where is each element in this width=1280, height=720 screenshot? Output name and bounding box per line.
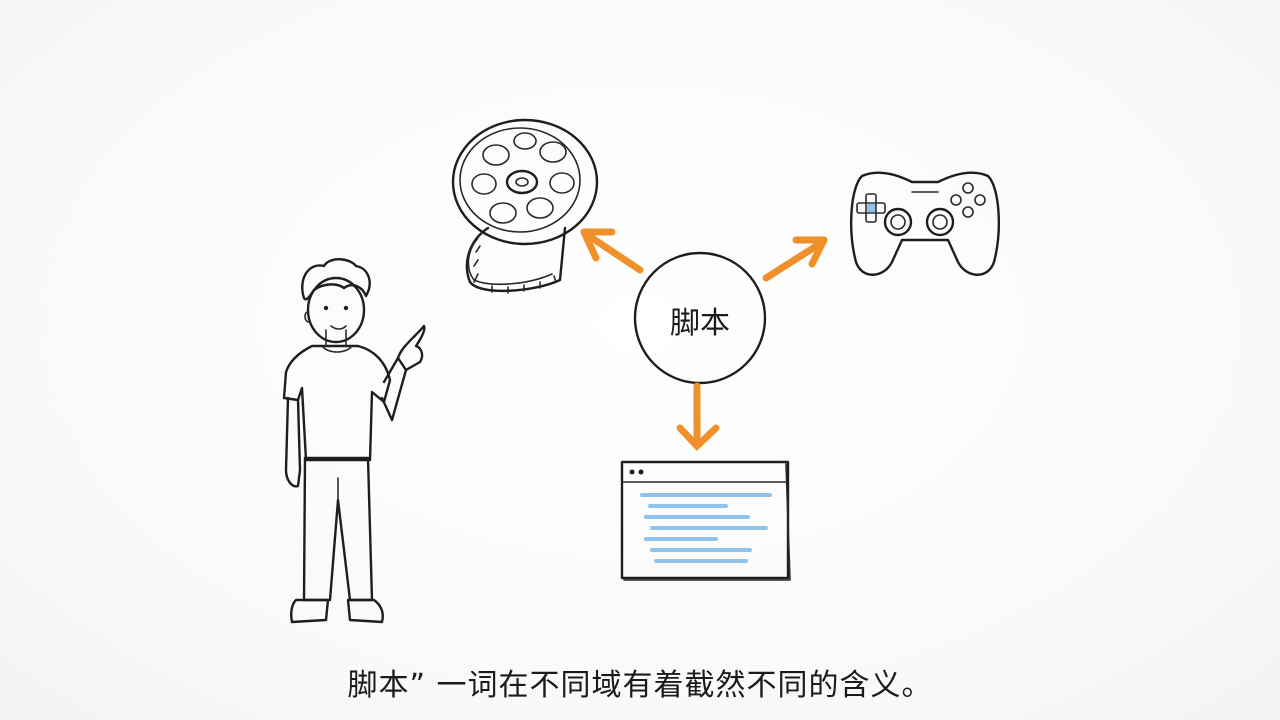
game-controller-icon <box>850 171 1000 276</box>
person-illustration <box>282 258 426 624</box>
arrow-to-film <box>580 228 644 274</box>
code-window-icon <box>620 460 791 581</box>
center-node-label: 脚本 <box>670 306 730 341</box>
arrow-to-code-window <box>676 382 720 451</box>
film-reel-icon <box>451 118 599 294</box>
caption-text: 脚本” 一词在不同域有着截然不同的含义。 <box>347 668 933 703</box>
center-node-circle <box>633 251 767 385</box>
arrow-to-controller <box>762 236 828 282</box>
